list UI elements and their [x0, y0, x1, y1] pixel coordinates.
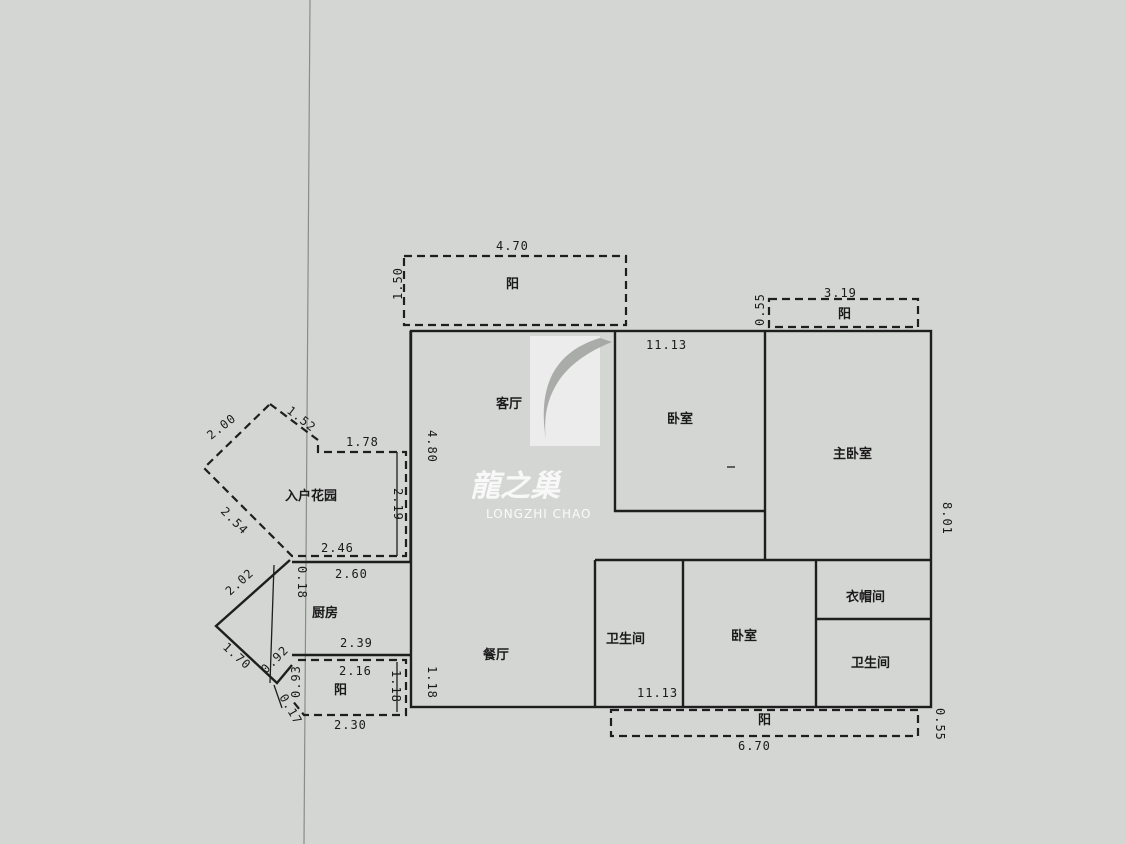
room-label-master-bedroom: 主卧室: [833, 446, 872, 462]
room-label-balcony-kitchen: 阳: [334, 683, 347, 698]
room-label-balcony-top: 阳: [506, 277, 519, 292]
dim-kitchen-f: 2.39: [340, 636, 373, 650]
room-label-bedroom-bottom: 卧室: [731, 628, 757, 644]
dim-bottom-balcony-width: 6.70: [738, 739, 771, 753]
watermark-text-en: LONGZHI CHAO: [486, 507, 591, 521]
balcony-bottom: [609, 708, 920, 738]
dim-kitchen-bal-a: 0.93: [289, 665, 303, 698]
dim-kitchen-bal-c: 1.18: [389, 670, 403, 703]
paper-fold-line: [303, 0, 311, 844]
dim-main-width-bottom: 11.13: [637, 686, 678, 700]
room-label-wardrobe: 衣帽间: [846, 589, 885, 605]
dim-top-balcony-depth: 1.50: [391, 267, 405, 300]
balcony-kitchen: [291, 658, 408, 717]
dim-right-balcony-depth: 0.55: [753, 293, 767, 326]
dim-kitchen-bal-b: 2.16: [339, 664, 372, 678]
balcony-top: [402, 254, 628, 327]
watermark-logo: 龍之巢 LONGZHI CHAO: [470, 336, 612, 521]
dim-garden-e: 2.19: [391, 488, 405, 521]
dim-garden-a: 2.00: [204, 411, 239, 442]
dim-top-balcony-width: 4.70: [496, 239, 529, 253]
dim-garden-f: 2.46: [321, 541, 354, 555]
kitchen-outline: [214, 559, 293, 685]
room-label-bath-left: 卫生间: [606, 631, 645, 647]
dim-main-depth-right: 8.01: [940, 502, 954, 535]
room-label-entry-garden: 入户花园: [285, 488, 337, 504]
room-label-balcony-right-top: 阳: [838, 307, 851, 322]
room-label-kitchen: 厨房: [312, 605, 338, 621]
entry-garden-outline: [202, 402, 408, 558]
room-label-bedroom-top: 卧室: [667, 411, 693, 427]
watermark-text-cn: 龍之巢: [470, 469, 563, 504]
dim-garden-b: 1.52: [284, 403, 319, 434]
room-label-bath-right: 卫生间: [851, 655, 890, 671]
dim-kitchen-bal-f: 2.30: [334, 718, 367, 732]
dim-kitchen-bal-d: 1.18: [425, 666, 439, 699]
balcony-right-top: [767, 297, 920, 329]
room-label-dining: 餐厅: [482, 647, 509, 663]
dim-kitchen-a: 0.18: [295, 566, 309, 599]
kitchen-dim-line: [269, 564, 275, 684]
dim-right-balcony-width: 3.19: [824, 286, 857, 300]
room-label-balcony-bottom: 阳: [758, 713, 771, 728]
room-label-living: 客厅: [496, 396, 522, 412]
kitchen-balcony-dim-line: [273, 684, 283, 709]
dim-main-width-top: 11.13: [646, 338, 687, 352]
dim-living-depth-left: 4.80: [425, 430, 439, 463]
dim-kitchen-b: 2.60: [335, 567, 368, 581]
outer-wall: [409, 329, 933, 709]
dim-bottom-balcony-depth: 0.55: [933, 708, 947, 741]
dim-garden-c: 1.78: [346, 435, 379, 449]
interior-walls: [292, 331, 931, 707]
